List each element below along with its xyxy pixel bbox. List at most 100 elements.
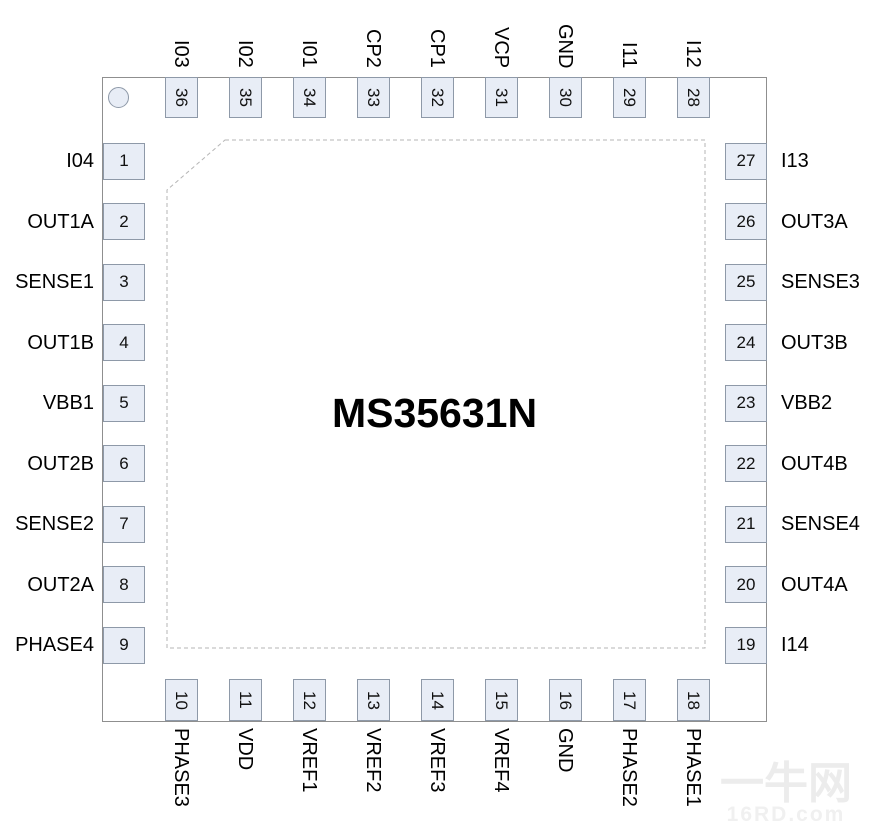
pin-label-33: CP2 <box>362 29 384 68</box>
pin-box-31: 31 <box>484 77 518 118</box>
pin-box-31-text: 31 <box>492 88 511 107</box>
pin-box-27-text: 27 <box>736 151 756 170</box>
pin-box-12-text: 12 <box>300 690 319 710</box>
pin-label-36: I03 <box>170 40 192 68</box>
pin-label-24: OUT3B <box>781 331 848 354</box>
pin-box-28-text: 28 <box>684 88 703 107</box>
pin-label-7: SENSE2 <box>15 513 94 535</box>
pin-box-30-text: 30 <box>556 88 575 107</box>
pin1-indicator-circle <box>108 87 129 108</box>
pin-box-34-text: 34 <box>300 88 319 107</box>
pin-box-29: 29 <box>612 77 646 118</box>
pin-label-34: I01 <box>298 40 320 68</box>
pin-label-13: VREF2 <box>362 728 384 793</box>
pin-box-32: 32 <box>420 77 454 118</box>
pin-box-10-text: 10 <box>172 690 191 710</box>
pin-box-19: 19 <box>725 626 767 664</box>
pin-box-35: 35 <box>228 77 262 118</box>
pin-box-11-text: 11 <box>236 691 255 709</box>
pin-box-23: 23 <box>725 384 767 422</box>
pin-box-21-text: 21 <box>736 514 756 533</box>
pin-label-9: PHASE4 <box>15 634 94 656</box>
pin-label-1: I04 <box>66 150 94 172</box>
pin-box-16: 16 <box>548 679 582 721</box>
pin-label-26: OUT3A <box>781 210 848 233</box>
pin-label-15: VREF4 <box>490 728 512 793</box>
pin-box-33: 33 <box>356 77 390 118</box>
pin-box-36-text: 36 <box>172 88 191 107</box>
pin-box-12: 12 <box>292 679 326 721</box>
pin-box-32-text: 32 <box>428 88 447 107</box>
pin-label-21: SENSE4 <box>781 513 860 535</box>
pin-label-28: I12 <box>682 40 704 68</box>
pin-box-36: 36 <box>164 77 198 118</box>
pin-box-11: 11 <box>228 679 262 721</box>
pin-box-22: 22 <box>725 445 767 482</box>
pin-box-33-text: 33 <box>364 88 383 107</box>
pin-box-9-text: 9 <box>119 635 129 654</box>
pin-box-28: 28 <box>676 77 710 118</box>
pin-label-3: SENSE1 <box>15 271 94 293</box>
pin-box-27: 27 <box>725 142 767 180</box>
pin-box-20: 20 <box>725 566 767 603</box>
pin-box-23-text: 23 <box>736 393 756 412</box>
pin-box-6: 6 <box>103 445 145 482</box>
pin-label-30: GND <box>554 23 576 68</box>
pin-box-1-text: 1 <box>119 151 129 170</box>
pin-box-9: 9 <box>103 626 145 664</box>
pin-box-2-text: 2 <box>119 211 129 231</box>
pin-box-6-text: 6 <box>119 453 129 473</box>
pin-box-10: 10 <box>164 679 198 721</box>
pin-box-13-text: 13 <box>364 690 383 710</box>
pin-label-29: I11 <box>618 41 640 68</box>
pin-label-32: CP1 <box>426 29 448 68</box>
pin-label-14: VREF3 <box>426 728 448 793</box>
pin-label-11: VDD <box>234 728 256 771</box>
pin-box-18-text: 18 <box>684 690 703 710</box>
pin-box-25-text: 25 <box>736 272 756 291</box>
pin-box-18: 18 <box>676 679 710 721</box>
pin-box-4-text: 4 <box>119 332 129 352</box>
pin-label-4: OUT1B <box>27 331 94 354</box>
watermark-logo: 一牛网 <box>720 759 852 808</box>
pin-box-3-text: 3 <box>119 272 129 291</box>
pin-box-25: 25 <box>725 263 767 301</box>
pin-box-30: 30 <box>548 77 582 118</box>
pin-box-24-text: 24 <box>736 332 756 352</box>
pin-box-4: 4 <box>103 324 145 361</box>
pin-box-20-text: 20 <box>736 574 756 594</box>
pin-label-5: VBB1 <box>42 392 94 414</box>
pin-box-29-text: 29 <box>620 88 639 107</box>
pin-label-8: OUT2A <box>27 573 94 596</box>
pin-box-26-text: 26 <box>736 211 756 231</box>
pin-box-14-text: 14 <box>428 690 447 710</box>
pin-box-2: 2 <box>103 203 145 240</box>
pin-box-15-text: 15 <box>492 690 511 710</box>
pin-box-7-text: 7 <box>119 514 129 533</box>
chip-title: MS35631N <box>331 390 538 436</box>
pin-box-14: 14 <box>420 679 454 721</box>
pin-box-16-text: 16 <box>556 690 575 710</box>
pin-box-1: 1 <box>103 142 145 180</box>
pin-label-22: OUT4B <box>781 452 848 475</box>
pin-box-19-text: 19 <box>736 635 756 654</box>
pin-box-15: 15 <box>484 679 518 721</box>
pin-box-5-text: 5 <box>119 393 129 412</box>
pin-box-26: 26 <box>725 203 767 240</box>
watermark-url: 16RD.com <box>726 803 846 826</box>
pin-label-20: OUT4A <box>781 573 848 596</box>
pin-box-17-text: 17 <box>620 690 639 710</box>
pin-label-2: OUT1A <box>27 210 94 233</box>
pin-label-17: PHASE2 <box>618 728 640 807</box>
pin-label-23: VBB2 <box>781 392 833 414</box>
pin-box-7: 7 <box>103 505 145 543</box>
pin-label-16: GND <box>554 728 576 773</box>
pin-label-35: I02 <box>234 40 256 68</box>
pin-label-6: OUT2B <box>27 452 94 475</box>
pin-label-25: SENSE3 <box>781 271 860 293</box>
pin-label-19: I14 <box>781 634 809 656</box>
pin-box-17: 17 <box>612 679 646 721</box>
pin-box-8: 8 <box>103 566 145 603</box>
pin-box-13: 13 <box>356 679 390 721</box>
